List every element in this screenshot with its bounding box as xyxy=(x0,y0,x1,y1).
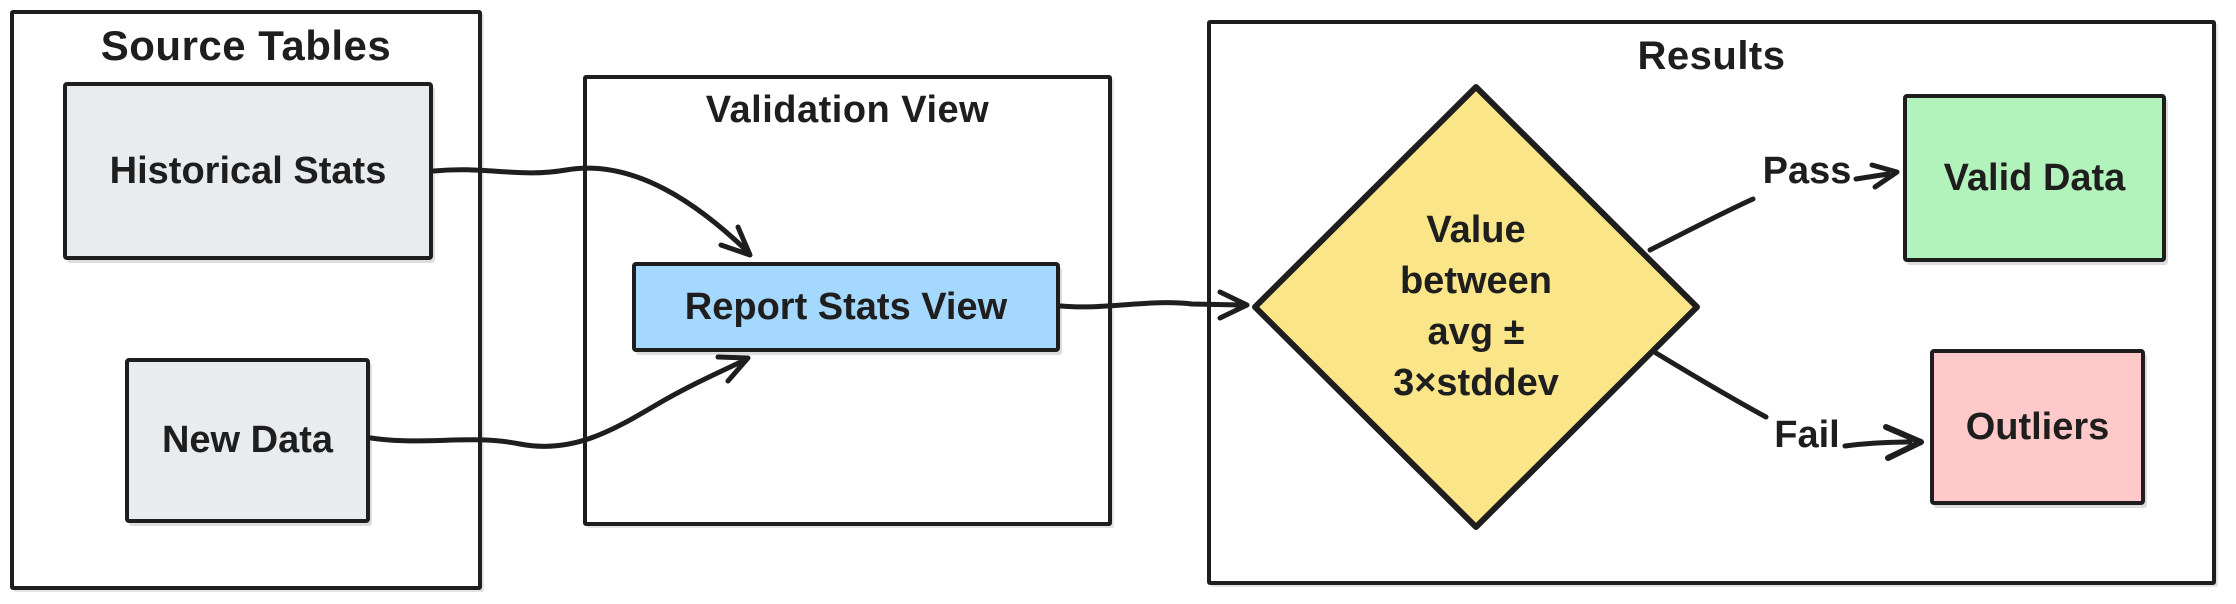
edge-label-pass: Pass xyxy=(1762,150,1852,192)
container-title-validation-view: Validation View xyxy=(705,89,990,131)
container-title-source-tables: Source Tables xyxy=(100,22,392,69)
node-label-valid-data: Valid Data xyxy=(1943,156,2126,199)
node-label-outliers: Outliers xyxy=(1965,405,2110,448)
node-new-data: New Data xyxy=(125,358,370,523)
node-historical-stats: Historical Stats xyxy=(63,82,433,260)
container-title-results: Results xyxy=(1637,34,1786,78)
edge-label-fail: Fail xyxy=(1774,414,1840,456)
node-label-report-stats-view: Report Stats View xyxy=(684,285,1008,328)
node-label-decision: Value between avg ± 3×stddev xyxy=(1393,209,1559,404)
node-report-stats-view: Report Stats View xyxy=(632,262,1060,352)
node-label-historical-stats: Historical Stats xyxy=(109,149,387,192)
node-label-new-data: New Data xyxy=(161,419,334,461)
container-source-tables: Source Tables xyxy=(10,10,482,590)
node-valid-data: Valid Data xyxy=(1903,94,2166,262)
node-outliers: Outliers xyxy=(1930,349,2145,505)
